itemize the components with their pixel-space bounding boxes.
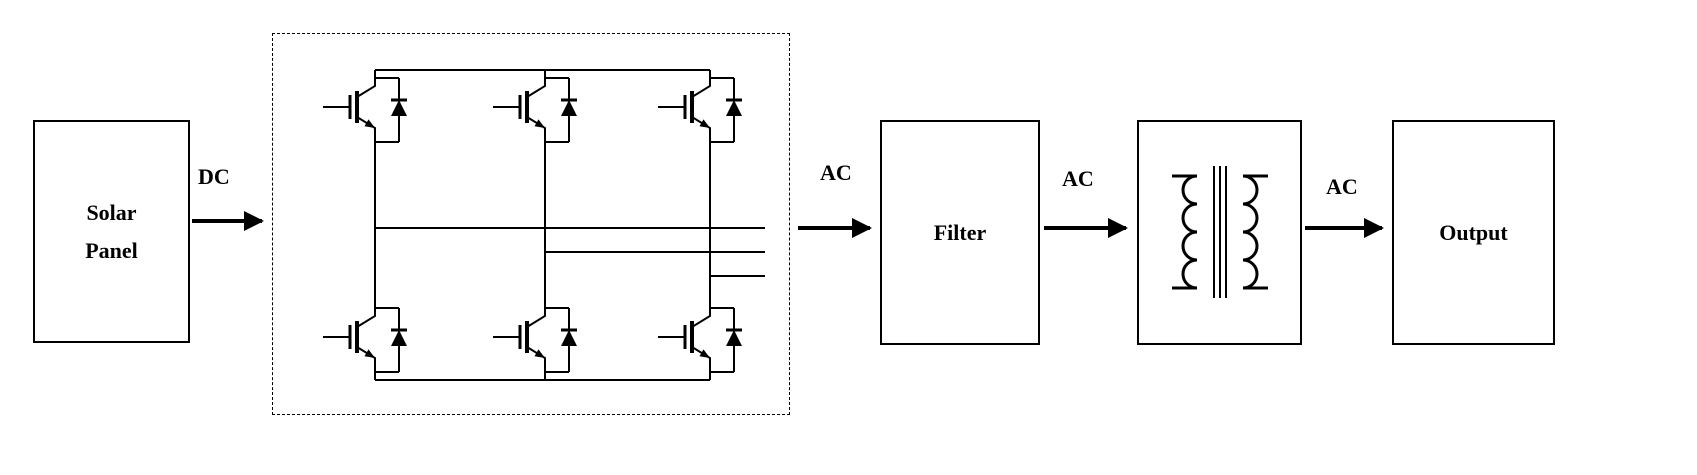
primary-winding (1172, 174, 1198, 290)
filter-box: Filter (880, 120, 1040, 345)
solar-panel-label: Solar Panel (85, 200, 138, 263)
secondary-winding (1242, 174, 1268, 290)
transformer-icon (1172, 166, 1268, 298)
ac-flow-label-2: AC (1062, 166, 1094, 191)
output-label: Output (1439, 219, 1508, 245)
solar-panel-box: Solar Panel (33, 120, 190, 343)
ac-flow-label-1: AC (820, 160, 852, 185)
inverter-bridge-icon (321, 68, 765, 382)
transformer-box (1137, 120, 1302, 345)
dc-flow-label: DC (198, 164, 230, 189)
ac-flow-label-3: AC (1326, 174, 1358, 199)
transformer-core (1213, 166, 1227, 298)
output-box: Output (1392, 120, 1555, 345)
inverter-boundary-box (272, 33, 790, 415)
filter-label: Filter (933, 219, 987, 245)
